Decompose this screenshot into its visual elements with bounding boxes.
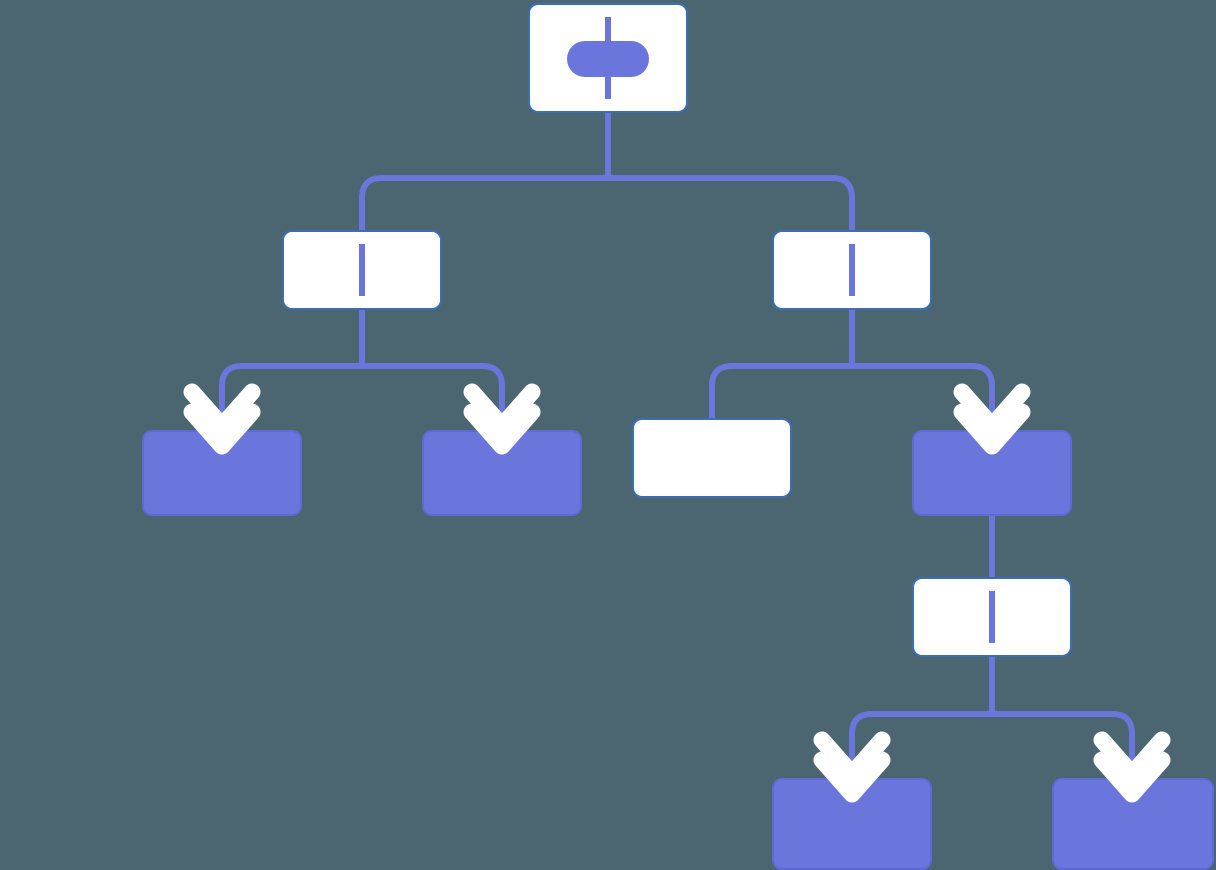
node-n-r3b[interactable] [1052,778,1214,870]
node-n-r2[interactable] [912,577,1072,657]
node-badge-pill [567,41,649,77]
node-n-l1[interactable] [282,230,442,310]
node-n-r1b[interactable] [912,430,1072,516]
node-n-r1a[interactable] [632,418,792,498]
node-n-l1a[interactable] [142,430,302,516]
node-n-r1[interactable] [772,230,932,310]
edge-right-to-child-a[interactable] [709,310,855,418]
node-n-l1b[interactable] [422,430,582,516]
node-n-r3a[interactable] [772,778,932,870]
node-root[interactable] [528,3,688,113]
edge-root-to-right[interactable] [608,175,855,230]
